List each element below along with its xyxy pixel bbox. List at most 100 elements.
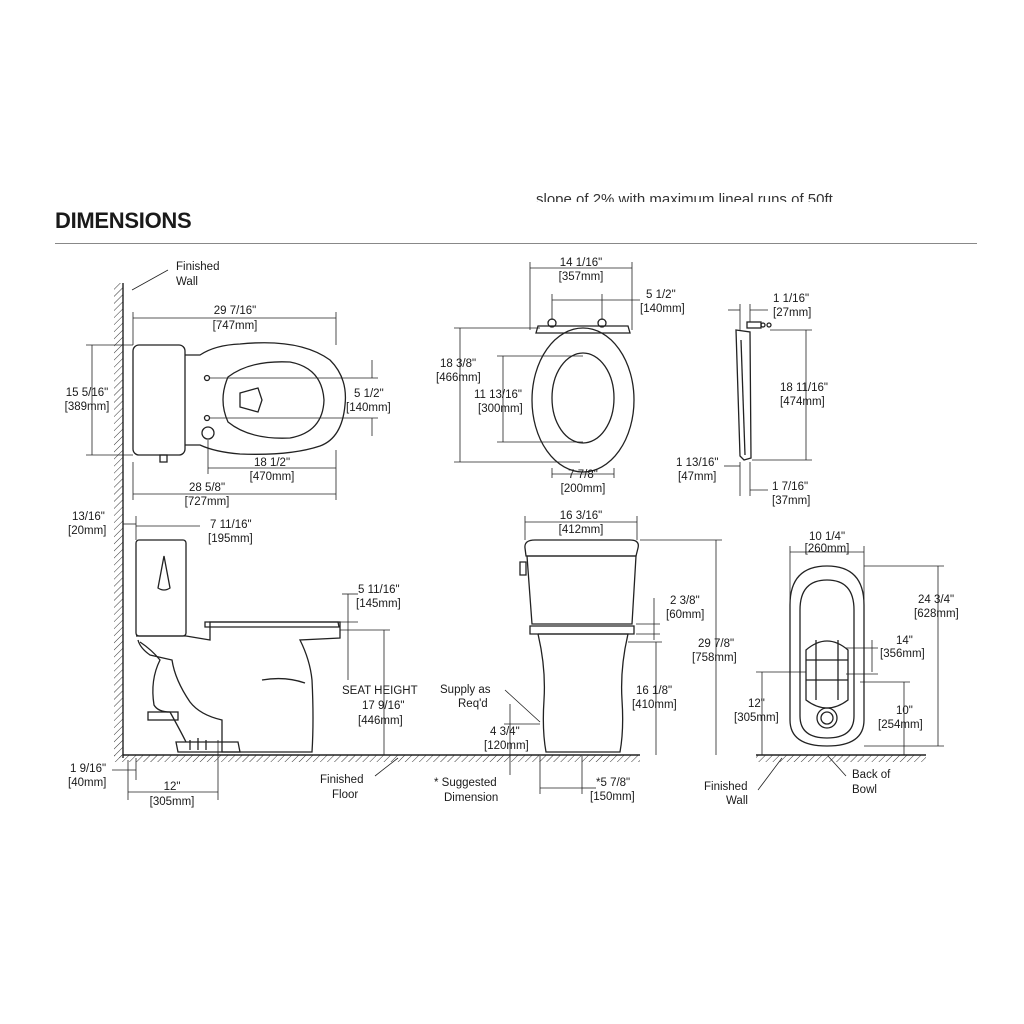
dim-opening-width-in: 7 7/8" (568, 469, 598, 481)
seat-height-label: SEAT HEIGHT (342, 685, 418, 697)
dim-bowl-length (132, 462, 337, 500)
title-rule (55, 243, 977, 244)
back-label-line2: Bowl (852, 784, 877, 796)
dim-opening-length (497, 355, 583, 443)
dim-outlet-offset-in: 10" (896, 705, 913, 717)
dim-lid-edge-mm: [37mm] (772, 495, 810, 507)
dim-seat-width-mm: [357mm] (559, 271, 604, 283)
dim-seat-length-mm: [466mm] (436, 372, 481, 384)
top-view-toilet (132, 342, 347, 463)
dim-bolt-distance (846, 640, 878, 675)
dim-lid-to-seat-mm: [60mm] (666, 609, 704, 621)
floor-label-line2: Floor (332, 789, 358, 801)
dim-opening-length-in: 11 13/16" (474, 389, 522, 401)
dim-seat-to-rim (310, 593, 358, 680)
dim-wall-to-seat (207, 440, 337, 474)
dim-supply-offset-mm: [150mm] (590, 791, 635, 803)
bottom-wall-label-line2: Wall (726, 795, 748, 807)
side-view-toilet (135, 539, 341, 753)
dim-bottom-rough-in-mm: [305mm] (734, 712, 779, 724)
dim-bolt-spacing-in: 5 1/2" (354, 388, 384, 400)
back-label-line1: Back of (852, 769, 891, 781)
dim-supply-offset (539, 756, 596, 794)
dim-bottom-rough-in (756, 671, 806, 755)
suggested-label-line2: Dimension (444, 792, 498, 804)
dim-supply-offset-in: *5 7/8" (596, 777, 630, 789)
dim-lid-to-seat-in: 2 3/8" (670, 595, 700, 607)
dim-lid-to-seat (636, 598, 660, 640)
dim-overall-height-mm: [758mm] (692, 652, 737, 664)
dim-wall-gap-in: 13/16" (72, 511, 105, 523)
dim-seat-to-rim-in: 5 11/16" (358, 584, 400, 596)
cut-off-note: slope of 2% with maximum lineal runs of … (536, 190, 896, 202)
dim-tank-width (524, 516, 638, 540)
dim-tank-width-in: 16 3/16" (560, 510, 602, 522)
dim-bolt-distance-in: 14" (896, 635, 913, 647)
dim-tank-depth-mm: [389mm] (65, 401, 110, 413)
dim-seat-thickness-mm: [47mm] (678, 471, 716, 483)
dim-seat-length-in: 18 3/8" (440, 358, 476, 370)
dim-rim-height-mm: [410mm] (632, 699, 677, 711)
dim-seat-height (340, 629, 390, 755)
dim-overall-height-in: 29 7/8" (698, 638, 734, 650)
dim-bowl-length-mm: [727mm] (185, 496, 230, 508)
dim-base-width (789, 546, 865, 600)
dim-bottom-rough-in-in: 12" (748, 698, 765, 710)
dim-lid-edge-in: 1 7/16" (772, 481, 808, 493)
dim-bolt-spacing-mm: [140mm] (346, 402, 391, 414)
dim-seat-width (529, 262, 633, 330)
floor-label-line1: Finished (320, 774, 363, 786)
dim-supply-height-in: 4 3/4" (490, 726, 520, 738)
dim-rough-in-in: 12" (164, 781, 181, 793)
back-callout-leader (827, 755, 847, 777)
dim-opening-length-mm: [300mm] (478, 403, 523, 415)
dim-seat-to-rim-mm: [145mm] (356, 598, 401, 610)
finished-floor-right (756, 754, 926, 762)
dim-hinge-offset-in: 1 1/16" (773, 293, 809, 305)
dim-tank-to-wall-in: 7 11/16" (210, 519, 252, 531)
cut-off-note-text: slope of 2% with maximum lineal runs of … (536, 191, 837, 202)
bottom-wall-label-line1: Finished (704, 781, 747, 793)
dim-bolt-spacing (210, 360, 378, 436)
dim-hinge-spacing-mm: [140mm] (640, 303, 685, 315)
dim-wall-gap-mm: [20mm] (68, 525, 106, 537)
dim-floor-offset (112, 758, 137, 780)
dim-wall-to-seat-mm: [470mm] (250, 471, 295, 483)
bottom-wall-callout-leader (757, 757, 783, 791)
dim-bolt-distance-mm: [356mm] (880, 648, 925, 660)
supply-callout-leader (504, 689, 541, 723)
floor-callout-leader (374, 757, 399, 777)
dim-length-overall (132, 312, 337, 345)
seat-side-view (735, 321, 772, 461)
dim-hinge-offset-mm: [27mm] (773, 307, 811, 319)
finished-floor-left (114, 754, 640, 762)
supply-label-line1: Supply as (440, 684, 491, 696)
dim-seat-depth-in: 18 11/16" (780, 382, 828, 394)
dim-opening-width-mm: [200mm] (561, 483, 606, 495)
dim-seat-width-in: 14 1/16" (560, 257, 602, 269)
dim-hinge-spacing-in: 5 1/2" (646, 289, 676, 301)
supply-label-line2: Req'd (458, 698, 488, 710)
dim-hinge-spacing (551, 294, 640, 320)
dim-base-length-mm: [628mm] (914, 608, 959, 620)
dim-overall-height (640, 539, 722, 755)
dim-seat-thickness-in: 1 13/16" (676, 457, 718, 469)
dim-wall-to-seat-in: 18 1/2" (254, 457, 290, 469)
dim-outlet-offset-mm: [254mm] (878, 719, 923, 731)
dim-opening-width (551, 468, 615, 478)
dim-supply-height (504, 704, 540, 775)
dim-seat-height-in: 17 9/16" (362, 700, 404, 712)
dim-tank-width-mm: [412mm] (559, 524, 604, 536)
dim-seat-length (454, 327, 580, 463)
dim-seat-depth-mm: [474mm] (780, 396, 825, 408)
dim-rim-height-in: 16 1/8" (636, 685, 672, 697)
dim-tank-to-wall-mm: [195mm] (208, 533, 253, 545)
suggested-label-line1: * Suggested (434, 777, 497, 789)
dim-length-overall-mm: [747mm] (213, 320, 258, 332)
dim-rough-in-mm: [305mm] (150, 796, 195, 808)
bottom-view-toilet (789, 565, 865, 747)
dim-rim-height (628, 641, 662, 755)
dim-base-width-mm: [260mm] (805, 543, 850, 555)
wall-label-line1: Finished (176, 261, 219, 273)
